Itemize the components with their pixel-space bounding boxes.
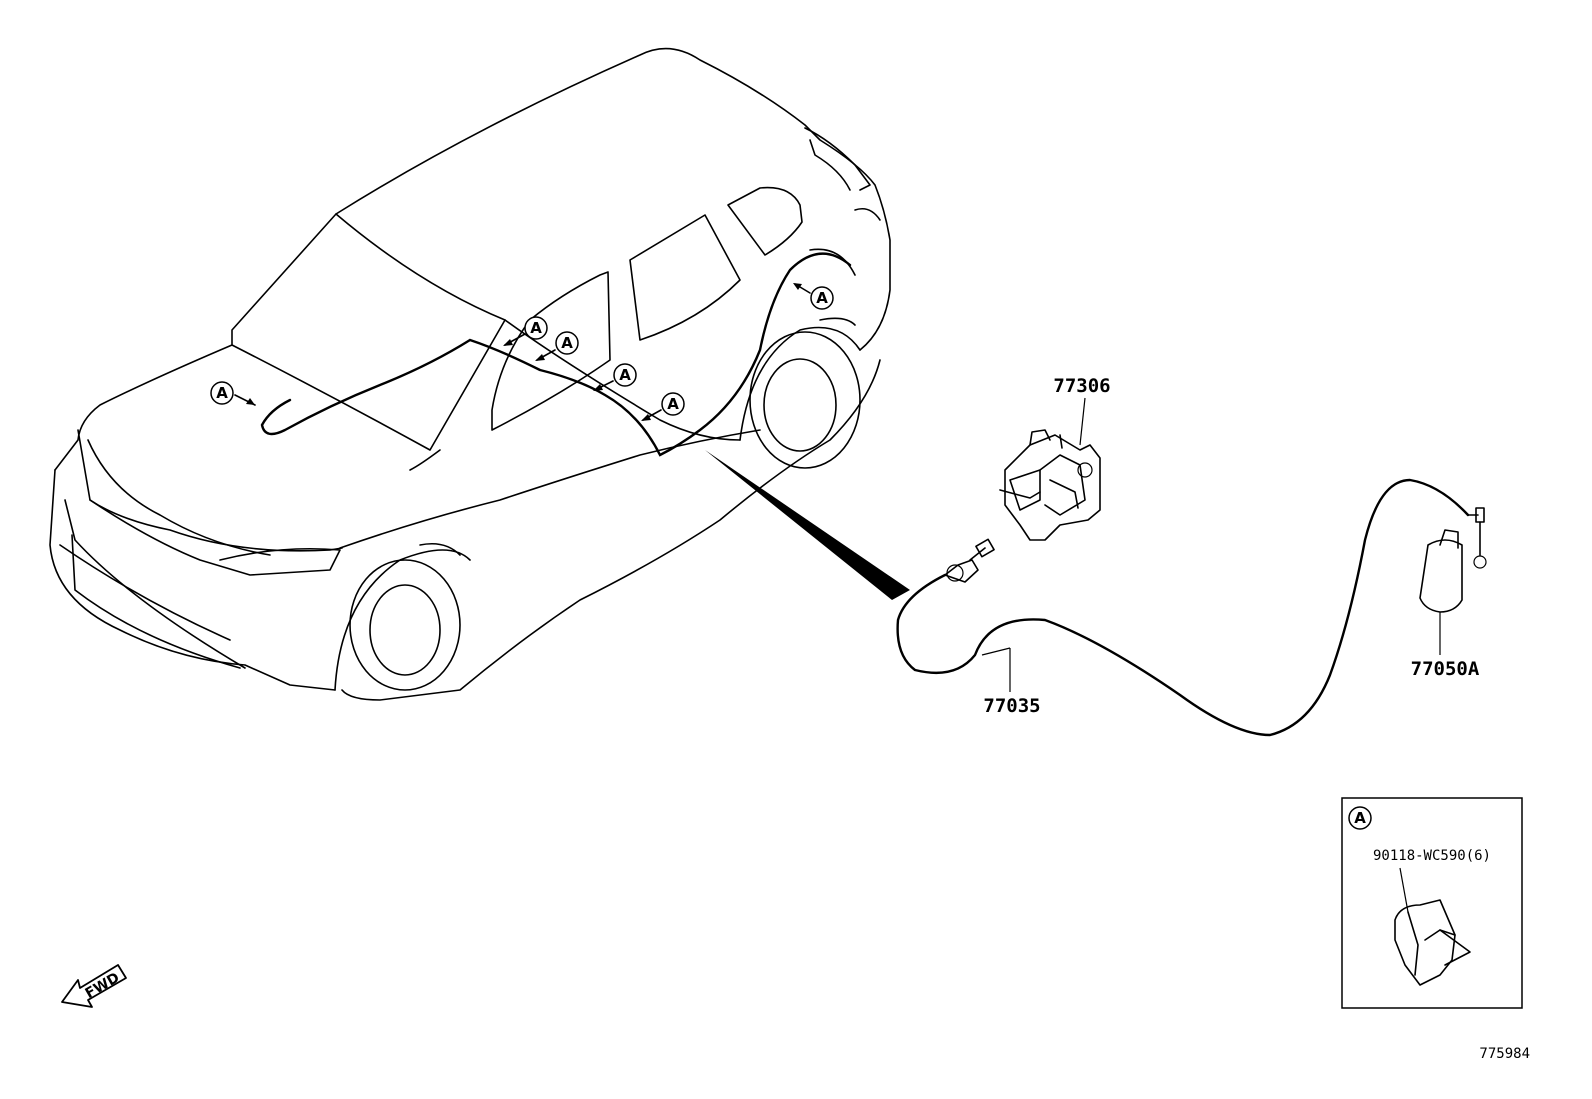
label-77050a: 77050A: [1411, 658, 1480, 680]
callout-a-icon: A: [641, 392, 685, 421]
svg-text:A: A: [816, 289, 828, 307]
callout-a-icon: A: [535, 331, 579, 361]
svg-text:A: A: [619, 366, 631, 384]
hood-latch-part: 77306: [999, 375, 1111, 541]
label-77306: 77306: [1053, 375, 1110, 397]
svg-text:A: A: [530, 319, 542, 337]
vehicle-outline: [49, 47, 891, 701]
detail-letter-a: A: [1354, 809, 1366, 827]
callout-markers: A A A A A A: [210, 283, 834, 421]
label-77035: 77035: [983, 695, 1040, 717]
svg-text:A: A: [561, 334, 573, 352]
svg-text:A: A: [216, 384, 228, 402]
fwd-arrow-icon: FWD: [61, 964, 127, 1008]
detail-pointer-wedge: [705, 450, 910, 600]
cable-route-in-vehicle: [260, 252, 852, 457]
callout-a-icon: A: [593, 363, 637, 391]
callout-a-icon: A: [210, 381, 256, 406]
svg-text:A: A: [667, 395, 679, 413]
release-lever-part: 77050A: [1411, 529, 1480, 680]
label-90118-wc590: 90118-WC590(6): [1373, 848, 1491, 864]
clamp-detail-box: A 90118-WC590(6): [1341, 797, 1523, 1009]
callout-a-icon: A: [503, 316, 548, 346]
callout-a-icon: A: [793, 283, 834, 310]
diagram-id: 775984: [1479, 1046, 1530, 1062]
release-cable-part: 77035: [896, 478, 1487, 737]
